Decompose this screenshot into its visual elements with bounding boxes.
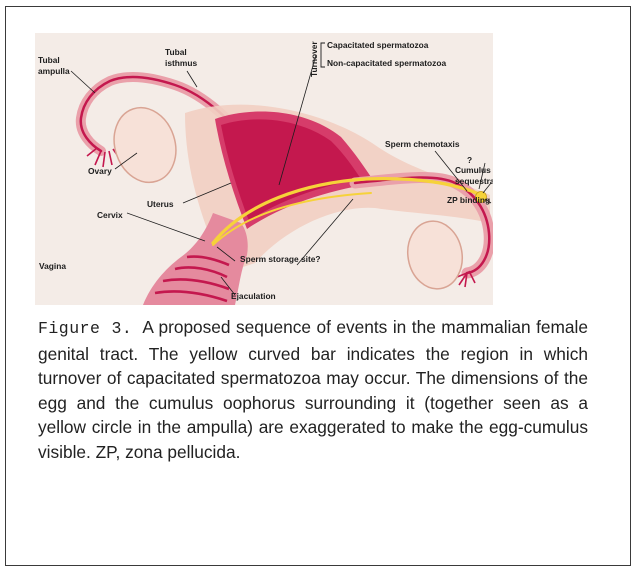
label-tubal-ampulla-1: Tubal [38, 55, 60, 65]
label-tubal-ampulla-2: ampulla [38, 66, 70, 76]
label-cervix: Cervix [97, 210, 123, 220]
label-non-capacitated: Non-capacitated spermatozoa [327, 58, 446, 68]
label-sperm-storage: Sperm storage site? [240, 254, 321, 264]
label-vagina: Vagina [39, 261, 66, 271]
label-zp-binding: ZP binding [447, 195, 490, 205]
label-cumulus-sequestration-1: Cumulus [455, 165, 491, 175]
label-ejaculation: Ejaculation [231, 291, 276, 301]
label-cumulus-sequestration-2: sequestration [455, 176, 493, 186]
label-question-mark: ? [467, 155, 472, 165]
label-ovary: Ovary [88, 166, 112, 176]
label-turnover: Turnover [309, 41, 319, 77]
figure-caption: Figure 3. A proposed sequence of events … [38, 315, 588, 464]
caption-text: A proposed sequence of events in the mam… [38, 317, 588, 462]
figure-label: Figure 3. [38, 319, 132, 338]
reproductive-tract-illustration: Tubal ampulla Tubal isthmus Turnover Cap… [35, 33, 493, 305]
label-sperm-chemotaxis: Sperm chemotaxis [385, 139, 460, 149]
label-capacitated: Capacitated spermatozoa [327, 40, 429, 50]
label-tubal-isthmus-1: Tubal [165, 47, 187, 57]
label-tubal-isthmus-2: isthmus [165, 58, 197, 68]
label-uterus: Uterus [147, 199, 174, 209]
